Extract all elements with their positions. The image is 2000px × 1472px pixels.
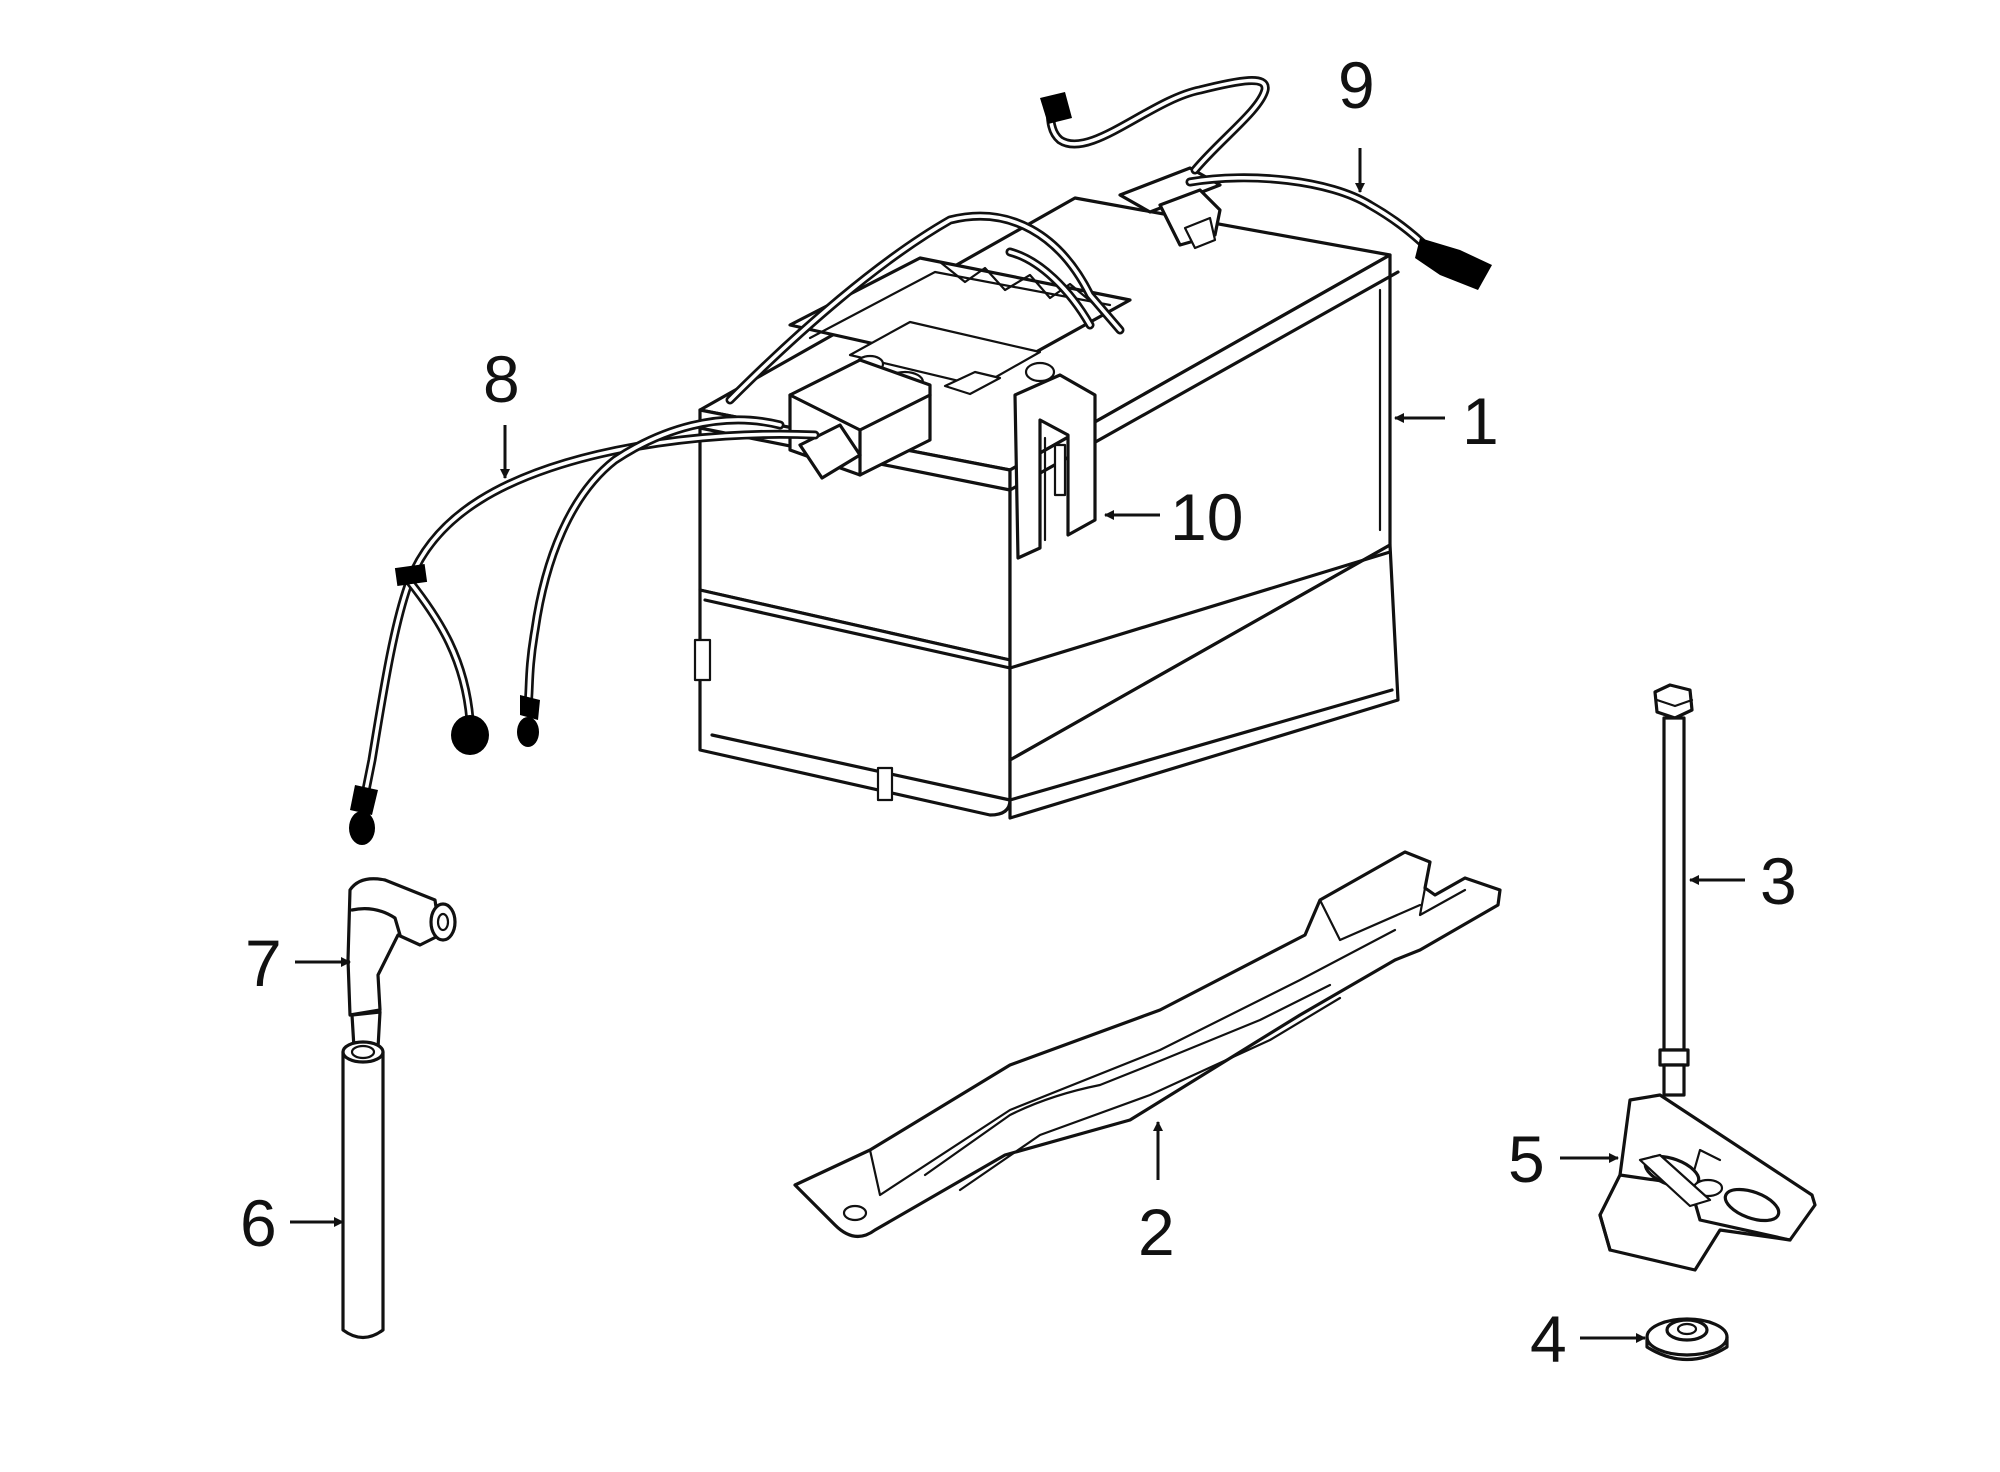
ground-cable-part[interactable]	[1040, 76, 1492, 290]
battery-cable-part[interactable]	[349, 211, 1125, 845]
callout-1: 1	[1462, 384, 1499, 458]
callout-3: 3	[1760, 844, 1797, 918]
bracket-part[interactable]	[1598, 1093, 1817, 1272]
callout-9: 9	[1338, 48, 1375, 122]
callout-8: 8	[483, 342, 520, 416]
bolt-part[interactable]	[1653, 683, 1694, 1097]
callout-7: 7	[245, 926, 282, 1000]
callout-labels: 1 2 3 4 5 6 7 8 9 10	[240, 48, 1797, 1376]
callout-2: 2	[1138, 1195, 1175, 1269]
callout-10: 10	[1170, 480, 1243, 554]
nut-part[interactable]	[1645, 1317, 1729, 1362]
terminal-cover-clip-part[interactable]	[1013, 373, 1097, 560]
callout-4: 4	[1530, 1302, 1567, 1376]
battery-part[interactable]	[693, 166, 1400, 820]
hold-down-bar-part[interactable]	[793, 850, 1502, 1238]
vent-tube-part[interactable]	[341, 1040, 385, 1340]
callout-leaders	[290, 148, 1745, 1343]
vent-elbow-part[interactable]	[346, 877, 457, 1054]
callout-6: 6	[240, 1186, 277, 1260]
callout-5: 5	[1508, 1122, 1545, 1196]
